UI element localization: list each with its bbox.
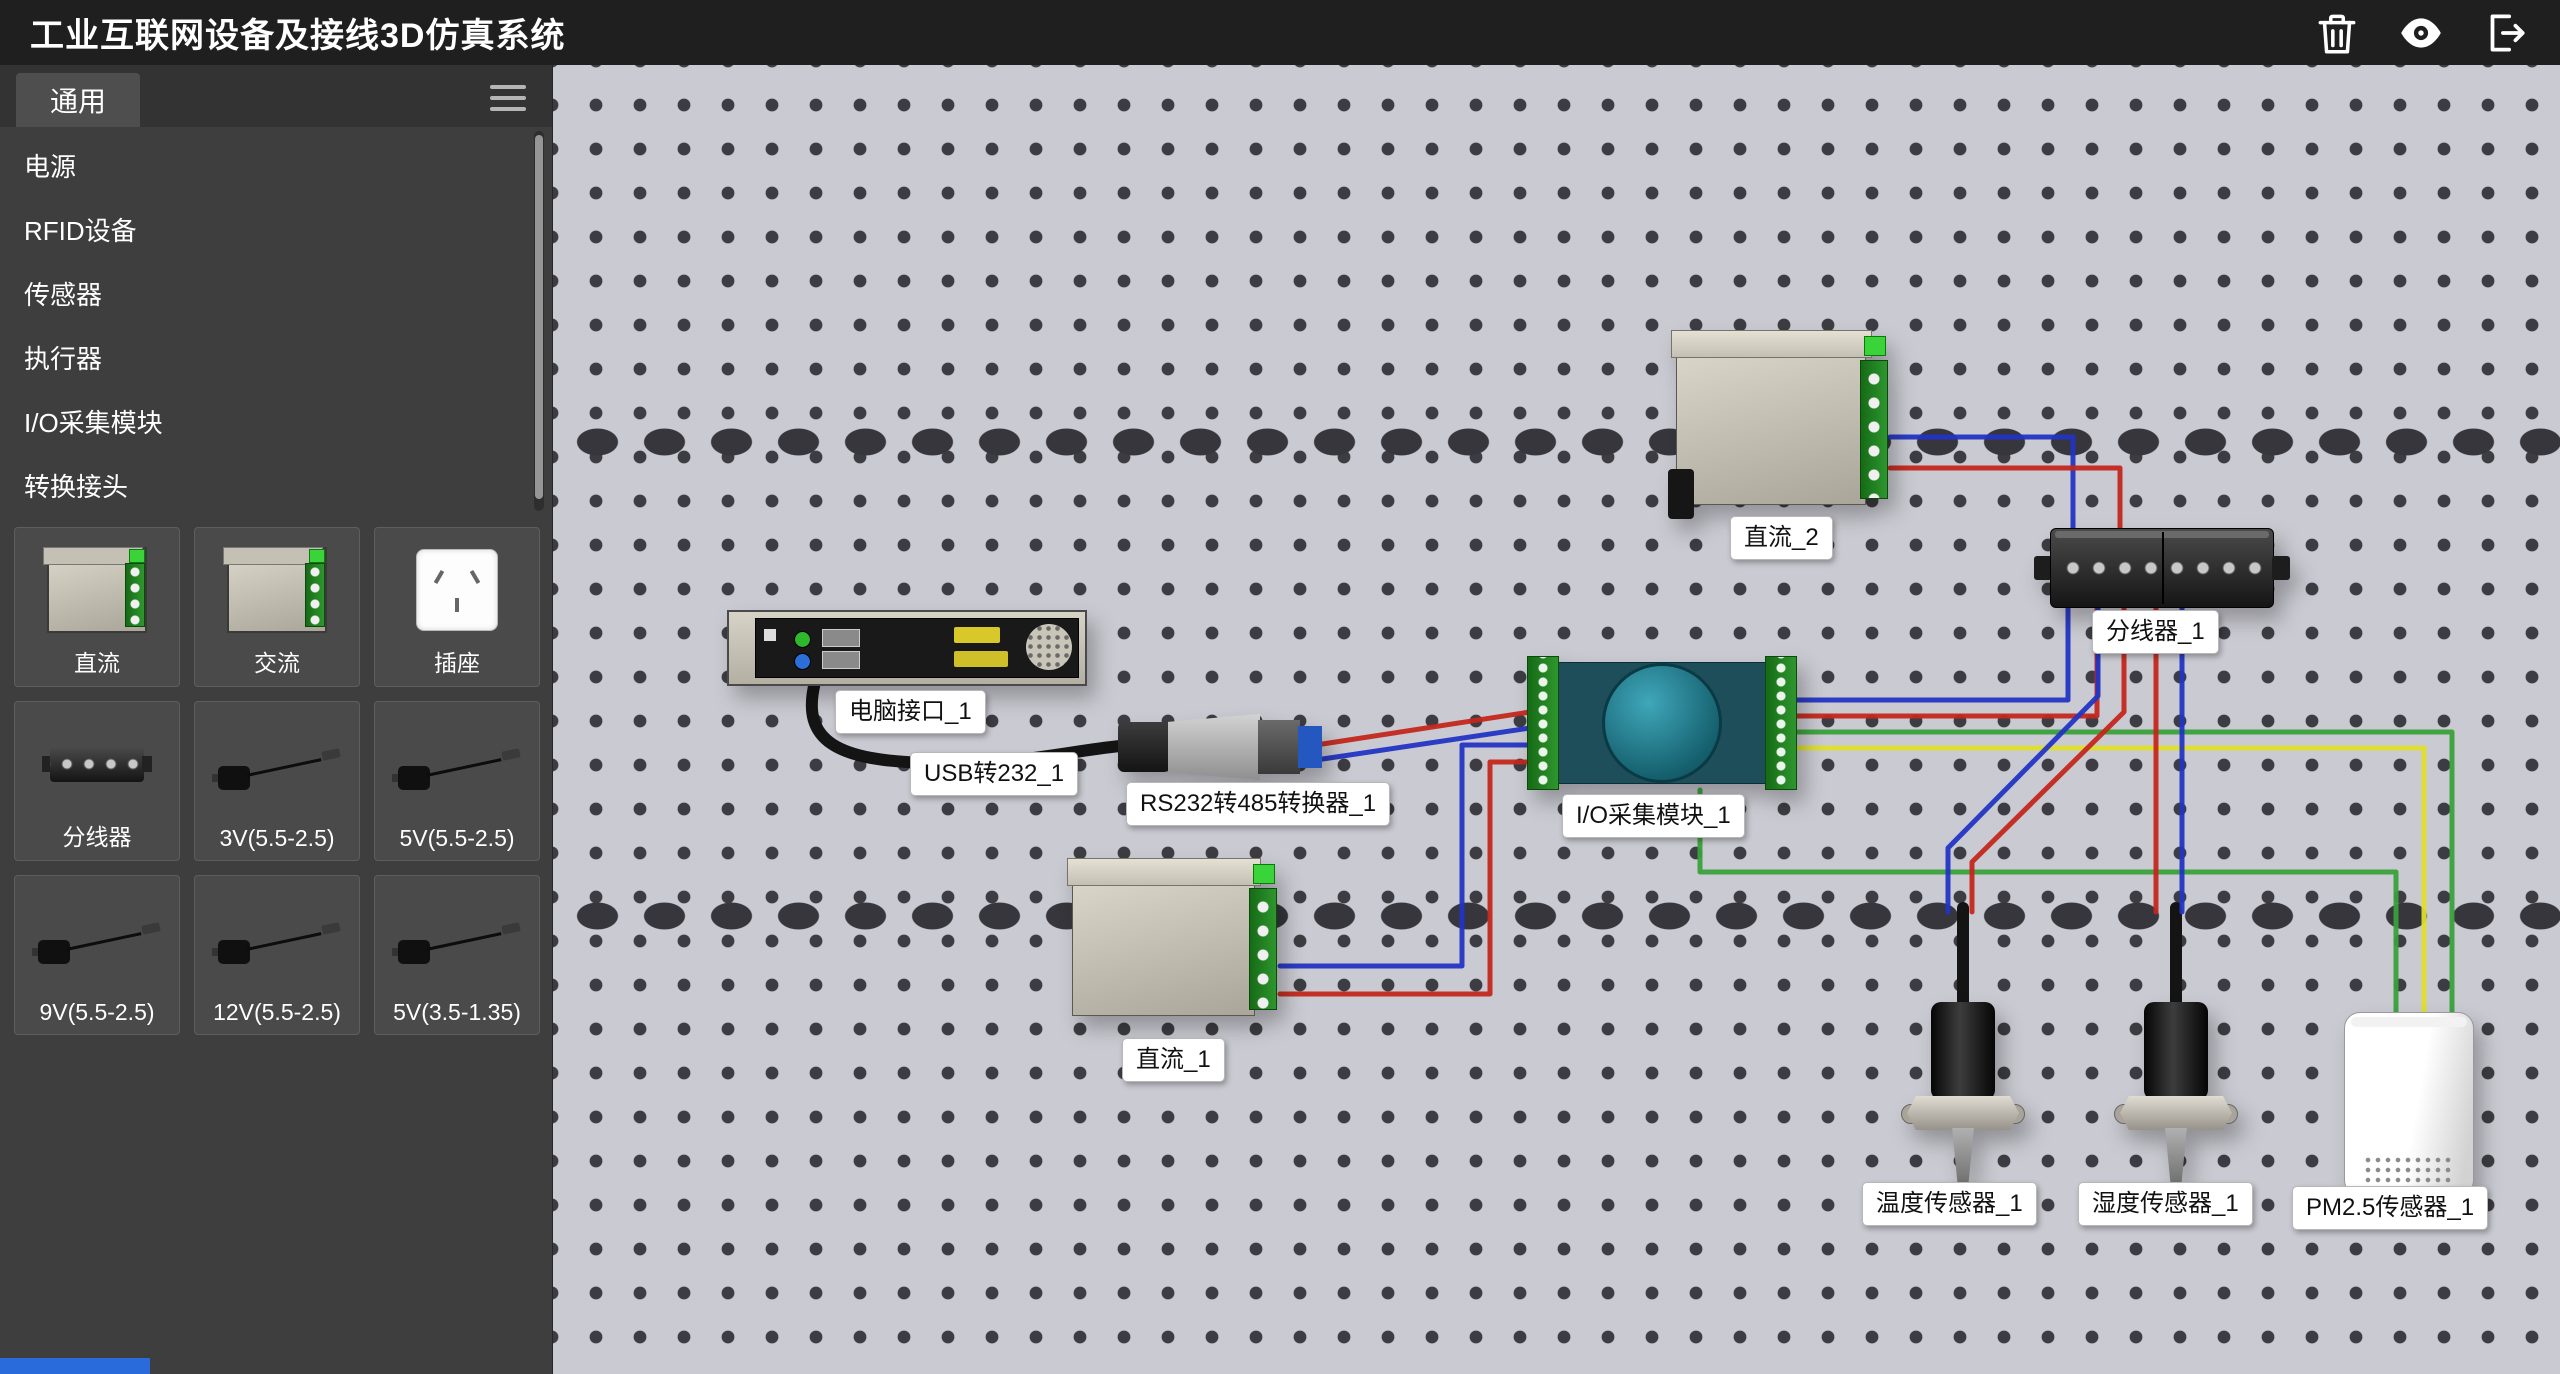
- pegboard-hole-row: [552, 894, 2560, 938]
- category-item-adapter[interactable]: 转换接头: [24, 472, 129, 502]
- device-pm25-sensor[interactable]: [2344, 1012, 2474, 1196]
- bottom-blue-strip: [0, 1358, 150, 1374]
- socket-thumbnail: [375, 536, 539, 644]
- palette-item-12v[interactable]: 12V(5.5-2.5): [194, 875, 360, 1035]
- export-button[interactable]: [2472, 5, 2538, 61]
- device-label-dc-1: 直流_1: [1122, 1038, 1225, 1082]
- category-scrollbar[interactable]: [534, 131, 544, 511]
- audio-jack-blue: [794, 653, 811, 670]
- view-button[interactable]: [2388, 5, 2454, 61]
- category-item-power[interactable]: 电源: [24, 152, 77, 182]
- palette-item-5v[interactable]: 5V(5.5-2.5): [374, 701, 540, 861]
- device-dc-1[interactable]: [1067, 858, 1277, 1016]
- device-label-pm25-sensor: PM2.5传感器_1: [2292, 1186, 2489, 1230]
- palette-item-socket[interactable]: 插座: [374, 527, 540, 687]
- palette-item-ac[interactable]: 交流: [194, 527, 360, 687]
- usb-port: [822, 629, 860, 647]
- tab-bar: 通用: [0, 65, 552, 127]
- device-label-usb-232: USB转232_1: [910, 752, 1079, 796]
- trash-icon: [2318, 14, 2356, 54]
- plug-thumbnail: [375, 884, 539, 992]
- ac-power-thumbnail: [195, 536, 359, 644]
- category-item-io-module[interactable]: I/O采集模块: [24, 408, 163, 438]
- fan-vent: [1026, 624, 1072, 670]
- hamburger-icon[interactable]: [490, 85, 526, 111]
- device-temperature-sensor[interactable]: [1901, 1002, 2025, 1186]
- topbar: 工业互联网设备及接线3D仿真系统: [0, 0, 2560, 65]
- dc-power-thumbnail: [15, 536, 179, 644]
- device-dc-2[interactable]: [1668, 330, 1888, 519]
- category-item-actuator[interactable]: 执行器: [24, 344, 103, 374]
- device-humidity-sensor[interactable]: [2114, 1002, 2238, 1186]
- device-label-rs232-485: RS232转485转换器_1: [1126, 782, 1391, 826]
- device-pc-interface[interactable]: [727, 610, 1087, 686]
- plug-thumbnail: [15, 884, 179, 992]
- device-label-io-module: I/O采集模块_1: [1562, 794, 1745, 838]
- delete-button[interactable]: [2304, 5, 2370, 61]
- toolbar: [2304, 5, 2538, 61]
- eye-icon: [2401, 17, 2441, 48]
- usb-port: [822, 651, 860, 669]
- plug-thumbnail: [195, 710, 359, 818]
- export-icon: [2490, 13, 2525, 52]
- audio-jack-green: [794, 631, 811, 648]
- scrollbar-thumb[interactable]: [535, 135, 543, 499]
- palette-item-5v-small[interactable]: 5V(3.5-1.35): [374, 875, 540, 1035]
- splitter-thumbnail: [15, 710, 179, 818]
- pegboard-hole-row: [552, 420, 2560, 464]
- device-label-humidity-sensor: 湿度传感器_1: [2078, 1182, 2253, 1226]
- category-item-rfid[interactable]: RFID设备: [24, 216, 137, 246]
- plug-thumbnail: [375, 710, 539, 818]
- device-label-splitter: 分线器_1: [2092, 610, 2219, 654]
- tab-general[interactable]: 通用: [16, 73, 140, 127]
- device-rs232-485-converter[interactable]: [1118, 712, 1323, 782]
- palette-item-9v[interactable]: 9V(5.5-2.5): [14, 875, 180, 1035]
- device-io-module[interactable]: [1527, 656, 1797, 790]
- palette-item-3v[interactable]: 3V(5.5-2.5): [194, 701, 360, 861]
- device-splitter[interactable]: [2034, 528, 2290, 608]
- category-item-sensor[interactable]: 传感器: [24, 280, 103, 310]
- app-title: 工业互联网设备及接线3D仿真系统: [30, 17, 566, 55]
- device-label-temperature-sensor: 温度传感器_1: [1862, 1182, 2037, 1226]
- sidebar: 通用 电源 RFID设备 传感器 执行器 I/O采集模块 转换接头 直流 交流 …: [0, 65, 553, 1374]
- palette-grid: 直流 交流 插座 分线器 3V(5.5-2.5): [14, 527, 540, 1035]
- device-label-dc-2: 直流_2: [1730, 516, 1833, 560]
- palette-item-dc[interactable]: 直流: [14, 527, 180, 687]
- category-list: 电源 RFID设备 传感器 执行器 I/O采集模块 转换接头: [0, 135, 520, 519]
- plug-thumbnail: [195, 884, 359, 992]
- palette-item-splitter[interactable]: 分线器: [14, 701, 180, 861]
- device-label-pc-interface: 电脑接口_1: [835, 690, 986, 734]
